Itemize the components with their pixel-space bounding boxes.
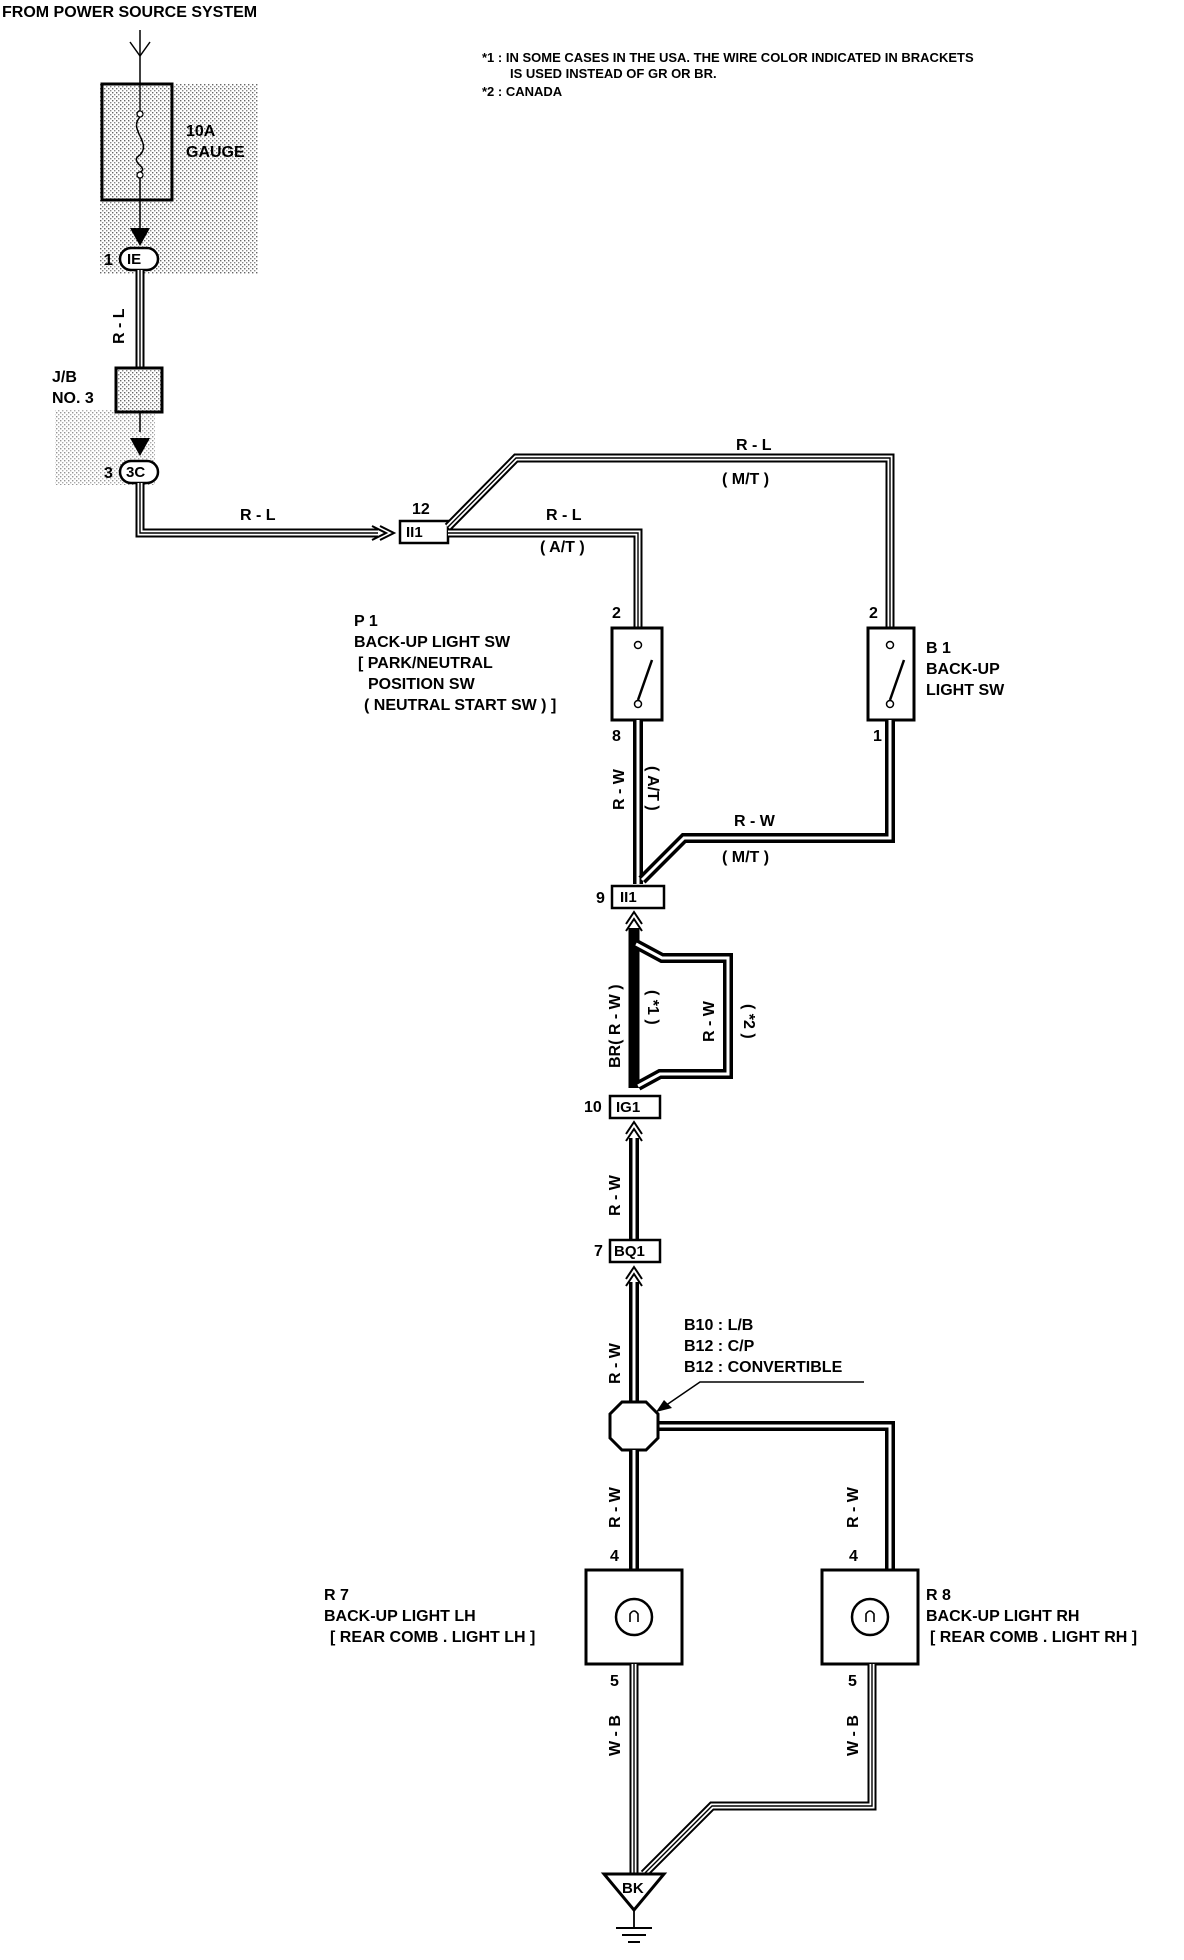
jb-label-2: NO. 3 [52, 390, 94, 407]
fuse-terminal [136, 171, 144, 179]
p1-line-2: [ PARK/NEUTRAL [358, 655, 493, 672]
wire-rw-rh-label: R - W [845, 1486, 862, 1528]
r7-line-1: BACK-UP LIGHT LH [324, 1608, 476, 1625]
r7-pin-top: 4 [610, 1548, 619, 1565]
note-1: *1 : IN SOME CASES IN THE USA. THE WIRE … [482, 50, 974, 65]
note-2: *2 : CANADA [482, 84, 563, 99]
source-arrow-icon [129, 41, 151, 58]
connector-ii1-top-pin: 12 [412, 501, 430, 518]
wire-mt-top-label: ( M/T ) [722, 471, 769, 488]
note-1b: IS USED INSTEAD OF GR OR BR. [510, 66, 717, 81]
wire-wb-rh-label: W - B [845, 1715, 862, 1756]
splice-leader [661, 1381, 864, 1409]
r8-line-1: BACK-UP LIGHT RH [926, 1608, 1079, 1625]
connector-bq1 [608, 1238, 662, 1264]
wire-wb-lh-label: W - B [607, 1715, 624, 1756]
r7-line-2: [ REAR COMB . LIGHT LH ] [330, 1629, 535, 1646]
wire-at-top-label: ( A/T ) [540, 539, 585, 556]
arrow-up-icon [625, 1265, 643, 1280]
arrow-up-icon [625, 1127, 643, 1142]
wire-rl-at-label: R - L [546, 507, 582, 524]
p1-id: P 1 [354, 613, 378, 630]
p1-pin-top: 2 [612, 605, 621, 622]
p1-pin-bottom: 8 [612, 728, 621, 745]
b1-line-1: BACK-UP [926, 661, 1000, 678]
jb-label-1: J/B [52, 369, 77, 386]
wire-br-label: BR( R - W ) [607, 984, 624, 1068]
connector-ii1-mid-id: II1 [620, 889, 637, 906]
connector-ii1-mid-pin: 9 [596, 890, 605, 907]
p1-line-1: BACK-UP LIGHT SW [354, 634, 511, 651]
splice-point [608, 1400, 660, 1452]
splice-line-3: B12 : CONVERTIBLE [684, 1359, 843, 1376]
wire-rl-mt [444, 453, 895, 628]
connector-ig1-pin: 10 [584, 1099, 602, 1116]
connector-bq1-pin: 7 [594, 1243, 603, 1260]
r8-pin-top: 4 [849, 1548, 858, 1565]
b1-pin-bottom: 1 [873, 728, 882, 745]
arrow-right-icon [371, 525, 389, 541]
r8-pin-bottom: 5 [848, 1673, 857, 1690]
b1-pin-top: 2 [869, 605, 878, 622]
fuse-box [100, 82, 174, 202]
wire-rw-splice-label: R - W [607, 1342, 624, 1384]
wire-mt-mid-label: ( M/T ) [722, 849, 769, 866]
r7-pin-bottom: 5 [610, 1673, 619, 1690]
r8-line-2: [ REAR COMB . LIGHT RH ] [930, 1629, 1137, 1646]
wire-rl-mt-label: R - L [736, 437, 772, 454]
wire-rl-label: R - L [111, 308, 128, 344]
connector-bq1-id: BQ1 [614, 1243, 645, 1260]
wire-star1-label: ( *1 ) [644, 990, 661, 1025]
wire-rw-ig1-label: R - W [607, 1174, 624, 1216]
leader-arrow-icon [656, 1400, 672, 1412]
connector-ii1-mid [610, 884, 666, 910]
connector-3c-pin: 3 [104, 465, 113, 482]
fuse-rating: 10A [186, 123, 216, 140]
p1-line-4: ( NEUTRAL START SW ) ] [364, 697, 556, 714]
arrow-down-icon [130, 438, 150, 456]
bulb-icon [614, 1597, 654, 1637]
wire-rw-p1-label: R - W [611, 768, 628, 810]
wire-rw-canada-label: R - W [701, 1000, 718, 1042]
arrow-up-icon [625, 910, 643, 925]
b1-line-2: LIGHT SW [926, 682, 1005, 699]
switch-contact-icon [888, 659, 906, 701]
connector-ie-pin: 1 [104, 252, 113, 269]
source-label: FROM POWER SOURCE SYSTEM [2, 4, 257, 21]
arrow-up-icon [625, 917, 643, 932]
splice-line-2: B12 : C/P [684, 1338, 755, 1355]
wire-rw-lh-label: R - W [607, 1486, 624, 1528]
r7-id: R 7 [324, 1587, 349, 1604]
connector-3c-id: 3C [126, 464, 145, 481]
switch-contact-icon [636, 659, 654, 701]
arrow-up-icon [625, 1120, 643, 1135]
junction-block [114, 366, 164, 414]
fuse-name: GAUGE [186, 144, 245, 161]
connector-ig1-id: IG1 [616, 1099, 640, 1116]
ground-bk-id: BK [622, 1880, 644, 1897]
ground-bk [600, 1872, 668, 1913]
p1-line-3: POSITION SW [368, 676, 476, 693]
fuse-terminal [136, 110, 144, 118]
wire-star2-label: ( *2 ) [740, 1004, 757, 1039]
connector-ii1-top-id: II1 [406, 524, 423, 541]
wire-at-mid-label: ( A/T ) [644, 766, 661, 811]
wire-rl-h-label: R - L [240, 507, 276, 524]
splice-line-1: B10 : L/B [684, 1317, 753, 1334]
r8-id: R 8 [926, 1587, 951, 1604]
b1-id: B 1 [926, 640, 951, 657]
connector-ie-id: IE [127, 251, 141, 268]
wire-rw-mt-label: R - W [734, 813, 776, 830]
arrow-right-icon [379, 525, 397, 541]
connector-ig1 [608, 1094, 662, 1120]
arrow-down-icon [130, 228, 150, 246]
fuse-element-icon [135, 116, 145, 173]
bulb-icon [850, 1597, 890, 1637]
arrow-up-icon [625, 1272, 643, 1287]
